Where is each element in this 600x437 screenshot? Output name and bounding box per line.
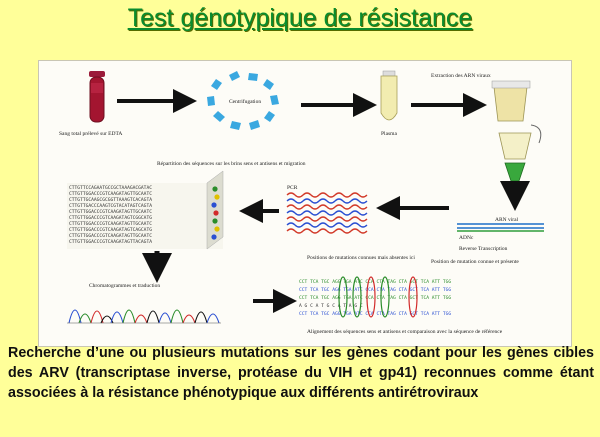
svg-text:CCT TCA TGC AGG TGA ATC CCA CT: CCT TCA TGC AGG TGA ATC CCA CTA TAG CTA … bbox=[299, 279, 451, 285]
chromatogram-label: Chromatogrammes et traduction bbox=[89, 283, 160, 289]
sequencing-gel: CTTGTTCCAGAATGCCGCTAAAGACGATAC CTTGTTGGA… bbox=[67, 170, 224, 250]
alignment-label: Alignement des séquences sens et antisen… bbox=[307, 328, 503, 335]
plasma-label: Plasma bbox=[381, 131, 397, 137]
pcr-label: PCR bbox=[287, 185, 298, 191]
svg-text:CTTGTTGGACCCGTCAAGATAGTTGCAATC: CTTGTTGGACCCGTCAAGATAGTTGCAATC bbox=[69, 191, 152, 197]
svg-text:CTTGTTGGACCCGTCAAGATAGTCAGCATG: CTTGTTGGACCCGTCAAGATAGTCAGCATG bbox=[69, 227, 152, 233]
diagram-canvas: Sang total prélevé sur EDTA Centrifugati… bbox=[59, 70, 544, 335]
plasma-tube-icon bbox=[380, 70, 398, 121]
rt-label: Reverse Transcription bbox=[459, 246, 508, 252]
extraction-label: Extraction des ARN viraux bbox=[431, 73, 491, 79]
svg-text:CTTGTTGGACCCGTCAAGATAGTTACAGTA: CTTGTTGGACCCGTCAAGATAGTTACAGTA bbox=[69, 239, 152, 245]
extraction-vial-icon bbox=[491, 80, 531, 122]
centrifuge-icon bbox=[207, 71, 279, 130]
centrifuge-label: Centrifugation bbox=[229, 98, 261, 105]
alignment-label-text: Alignement des séquences sens et antisen… bbox=[307, 328, 503, 335]
svg-text:CTTGTTGGACCCGTCAAGATAGTCGGCATG: CTTGTTGGACCCGTCAAGATAGTCGGCATG bbox=[69, 215, 152, 221]
chromatogram-trace bbox=[67, 309, 221, 324]
svg-text:CTTGTTGGACCCGTCAAGATAGTTGCAATC: CTTGTTGGACCCGTCAAGATAGTTGCAATC bbox=[69, 221, 152, 227]
mutation-pos-label: Positions de mutations connues mais abse… bbox=[307, 255, 415, 261]
svg-text:CTTGTTGACCCAAGTCGTACATAGTCAGTA: CTTGTTGACCCAAGTCGTACATAGTCAGTA bbox=[69, 203, 152, 209]
slide-caption: Recherche d’une ou plusieurs mutations s… bbox=[8, 345, 594, 401]
sequencing-label-text: Répartition des séquences sur les brins … bbox=[157, 161, 306, 167]
svg-text:A G C A T G C A T A: A G C A T G C A T A G C bbox=[299, 303, 363, 309]
rna-viral-label: ARN viral bbox=[495, 217, 519, 223]
sequencing-label: Répartition des séquences sur les brins … bbox=[157, 161, 306, 167]
mutation-found-label: Position de mutation connue et présente bbox=[431, 259, 519, 265]
svg-text:CTTGTTGCAAGCGCGGTTAAAGTCACAGTA: CTTGTTGCAAGCGCGGTTAAAGTCACAGTA bbox=[69, 197, 152, 203]
spin-column-icon bbox=[498, 124, 542, 182]
svg-text:CCT TCA TGC AGG TGA ATC CCA CT: CCT TCA TGC AGG TGA ATC CCA CTA TAG CTA … bbox=[299, 311, 451, 317]
adnc-label: ADNc bbox=[459, 235, 474, 241]
slide-title: Test génotypique de résistance bbox=[127, 4, 473, 32]
blood-tube-icon bbox=[89, 71, 105, 123]
svg-text:CTTGTTGGACCCGTCAAGATAGTTGCAATC: CTTGTTGGACCCGTCAAGATAGTTGCAATC bbox=[69, 209, 152, 215]
pcr-amplicons bbox=[286, 192, 368, 234]
svg-text:CTTGTTCCAGAATGCCGCTAAAGACGATAC: CTTGTTCCAGAATGCCGCTAAAGACGATAC bbox=[69, 185, 152, 191]
extraction-label-text: Extraction des ARN viraux bbox=[431, 73, 491, 79]
genotyping-diagram: Sang total prélevé sur EDTA Centrifugati… bbox=[38, 60, 572, 347]
mutation-highlights bbox=[338, 276, 418, 318]
blood-label: Sang total prélevé sur EDTA bbox=[59, 131, 122, 137]
svg-text:CTTGTTGGACCCGTCAAGATAGTTGCAATC: CTTGTTGGACCCGTCAAGATAGTTGCAATC bbox=[69, 233, 152, 239]
